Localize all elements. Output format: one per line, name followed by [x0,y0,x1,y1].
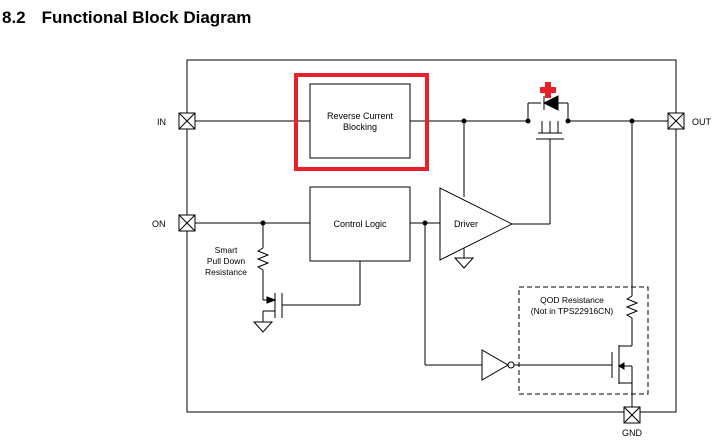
driver-ground-icon [453,257,475,269]
pin-in-terminal [178,112,196,130]
pull-down-mosfet [262,293,283,322]
reverse-current-label-line1: Reverse Current [327,111,394,121]
section-number: 8.2 [2,8,26,27]
driver-amplifier [439,187,514,261]
smart-pull-down-label-line3: Resistance [205,267,247,277]
pin-on-terminal [178,214,196,232]
highlight-box [294,73,429,171]
body-diode-icon [542,95,559,111]
control-logic-label: Control Logic [333,219,387,229]
pull-down-resistor [256,247,270,271]
section-title: Functional Block Diagram [41,8,252,27]
device-boundary [186,59,677,413]
pin-out-terminal [667,112,685,130]
reverse-current-blocking-block [309,83,411,159]
pull-down-ground-icon [252,321,274,333]
pin-gnd-label: GND [622,428,643,438]
reverse-current-label-line2: Blocking [343,122,377,132]
pin-on-label: ON [152,219,166,229]
inverter [481,349,510,381]
pin-gnd-terminal [623,406,641,424]
pin-out-label: OUT [692,117,712,127]
qod-mosfet [611,345,633,407]
red-plus-marker-icon [540,82,556,98]
driver-label: Driver [454,219,478,229]
pin-in-label: IN [157,117,166,127]
qod-resistance-box [518,286,649,395]
qod-label-line2: (Not in TPS22916CN) [531,306,614,316]
pass-mosfet [527,102,569,134]
section-heading: 8.2 Functional Block Diagram [2,8,251,28]
smart-pull-down-label-line2: Pull Down [207,256,246,266]
qod-resistor [625,295,639,319]
qod-label-line1: QOD Resistance [540,295,604,305]
smart-pull-down-label-line1: Smart [215,245,238,255]
